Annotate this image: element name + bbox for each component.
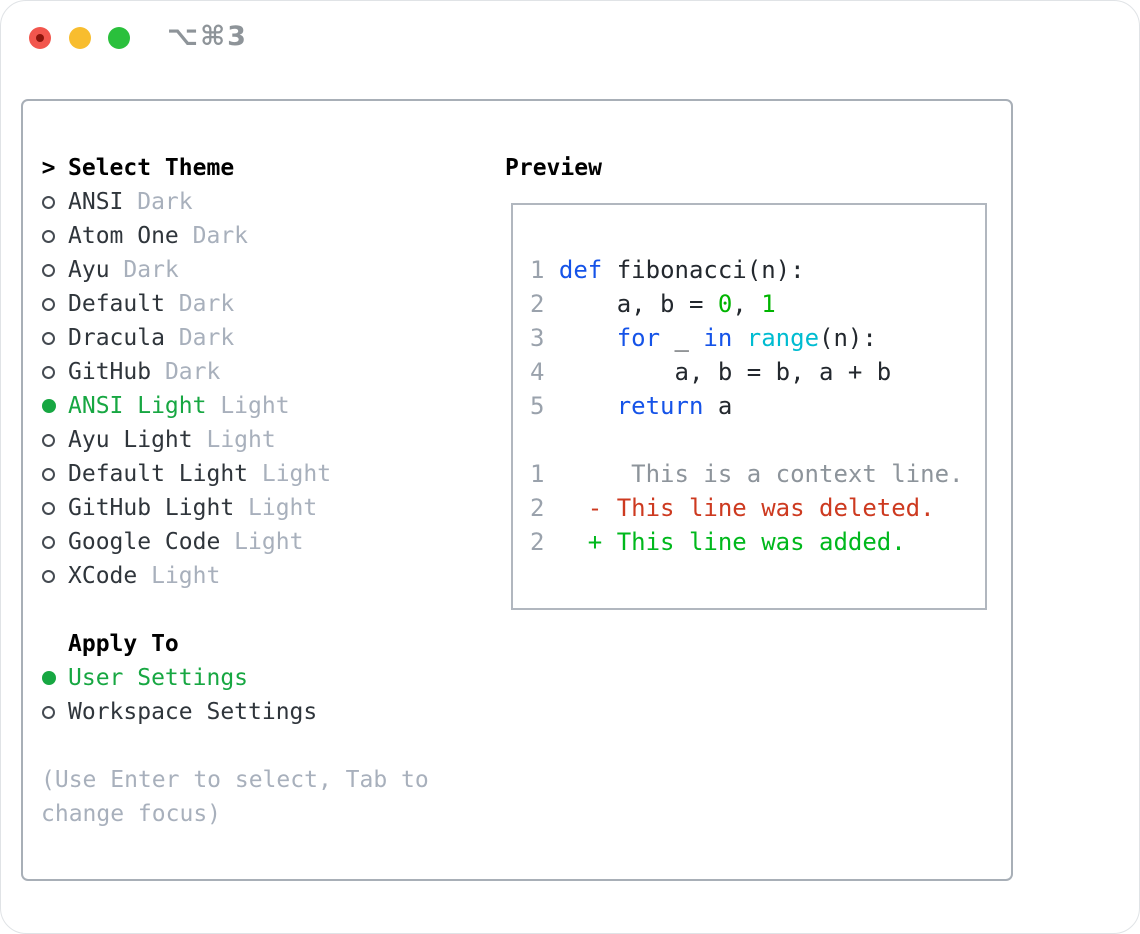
code-line: 5 return a: [530, 392, 733, 420]
theme-name: Dracula: [68, 325, 165, 351]
diff-line: 1 This is a context line.: [530, 460, 964, 488]
close-button[interactable]: [29, 27, 51, 49]
theme-variant-tag: Light: [192, 427, 276, 453]
code-line: 3 for _ in range(n):: [530, 324, 877, 352]
radio-icon: [42, 365, 55, 379]
theme-variant-tag: Dark: [123, 189, 193, 215]
radio-icon: [42, 433, 55, 447]
help-text-line: (Use Enter to select, Tab to: [41, 767, 429, 793]
theme-variant-tag: Dark: [151, 359, 221, 385]
theme-name: Atom One: [68, 223, 179, 249]
line-number: 1: [530, 460, 545, 488]
line-number: 5: [530, 392, 545, 420]
theme-option-default-light[interactable]: Default Light Light: [41, 457, 491, 491]
radio-icon: [42, 705, 55, 719]
code-line: 1 def fibonacci(n):: [530, 256, 805, 284]
blank-line: [530, 423, 981, 457]
preview-box: 1 def fibonacci(n): 2 a, b = 0, 1 3 for _ …: [511, 203, 987, 610]
help-text-line: change focus): [41, 801, 222, 827]
select-theme-title: Select Theme: [68, 155, 235, 181]
select-theme-header: > Select Theme: [41, 151, 491, 185]
line-number: 4: [530, 358, 545, 386]
window-shortcut-title: ⌥⌘3: [167, 21, 248, 52]
theme-variant-tag: Dark: [164, 291, 235, 317]
diff-line: 2 + This line was added.: [530, 528, 906, 556]
line-number: 3: [530, 324, 545, 352]
radio-selected-icon: [41, 671, 56, 685]
line-number: 1: [530, 256, 545, 284]
theme-option-dracula[interactable]: Dracula Dark: [41, 321, 491, 355]
theme-variant-tag: Dark: [178, 223, 249, 249]
theme-variant-tag: Light: [137, 563, 221, 589]
radio-icon: [42, 501, 55, 515]
preview-title: Preview: [505, 155, 602, 181]
code-line: 2 a, b = 0, 1: [530, 290, 776, 318]
theme-name: Default: [68, 291, 165, 317]
theme-name: Ayu: [68, 257, 110, 283]
line-number: 2: [530, 290, 545, 318]
theme-option-ansi-light[interactable]: ANSI Light Light: [41, 389, 491, 423]
minimize-button[interactable]: [69, 27, 91, 49]
theme-variant-tag: Light: [220, 529, 304, 555]
code-line: 4 a, b = b, a + b: [530, 358, 892, 386]
zoom-button[interactable]: [108, 27, 130, 49]
theme-option-github[interactable]: GitHub Dark: [41, 355, 491, 389]
radio-icon: [42, 263, 55, 277]
theme-name: Google Code: [68, 529, 221, 555]
radio-selected-icon: [41, 399, 56, 413]
theme-variant-tag: Light: [234, 495, 318, 521]
radio-icon: [42, 535, 55, 549]
radio-icon: [42, 229, 55, 243]
theme-option-default[interactable]: Default Dark: [41, 287, 491, 321]
theme-name: ANSI Light: [68, 393, 207, 419]
line-number: 2: [530, 528, 545, 556]
radio-icon: [42, 195, 55, 209]
theme-option-ayu[interactable]: Ayu Dark: [41, 253, 491, 287]
apply-to-header: Apply To: [41, 627, 491, 661]
spacer: [41, 729, 491, 763]
apply-option-label: User Settings: [68, 665, 249, 691]
prompt-icon: >: [41, 155, 56, 181]
theme-name: ANSI: [68, 189, 124, 215]
line-number: 2: [530, 494, 545, 522]
theme-option-atom-one[interactable]: Atom One Dark: [41, 219, 491, 253]
theme-variant-tag: Light: [206, 393, 290, 419]
radio-icon: [42, 467, 55, 481]
theme-option-google-code[interactable]: Google Code Light: [41, 525, 491, 559]
theme-variant-tag: Light: [248, 461, 332, 487]
apply-option-workspace-settings[interactable]: Workspace Settings: [41, 695, 491, 729]
theme-name: Default Light: [68, 461, 249, 487]
apply-option-user-settings[interactable]: User Settings: [41, 661, 491, 695]
apply-option-label: Workspace Settings: [68, 699, 318, 725]
theme-name: GitHub Light: [68, 495, 235, 521]
titlebar: ⌥⌘3: [1, 1, 1139, 76]
help-text: (Use Enter to select, Tab to change focus…: [41, 763, 491, 831]
radio-icon: [42, 569, 55, 583]
theme-option-ayu-light[interactable]: Ayu Light Light: [41, 423, 491, 457]
theme-name: GitHub: [68, 359, 152, 385]
theme-variant-tag: Dark: [109, 257, 179, 283]
apply-to-title: Apply To: [68, 631, 179, 657]
theme-name: Ayu Light: [68, 427, 193, 453]
radio-icon: [42, 331, 55, 345]
theme-option-ansi[interactable]: ANSI Dark: [41, 185, 491, 219]
theme-variant-tag: Dark: [164, 325, 235, 351]
theme-name: XCode: [68, 563, 138, 589]
code-preview: 1 def fibonacci(n): 2 a, b = 0, 1 3 for _ …: [530, 253, 981, 559]
spacer: [41, 593, 491, 627]
theme-option-xcode[interactable]: XCode Light: [41, 559, 491, 593]
theme-option-github-light[interactable]: GitHub Light Light: [41, 491, 491, 525]
radio-icon: [42, 297, 55, 311]
diff-line: 2 - This line was deleted.: [530, 494, 935, 522]
